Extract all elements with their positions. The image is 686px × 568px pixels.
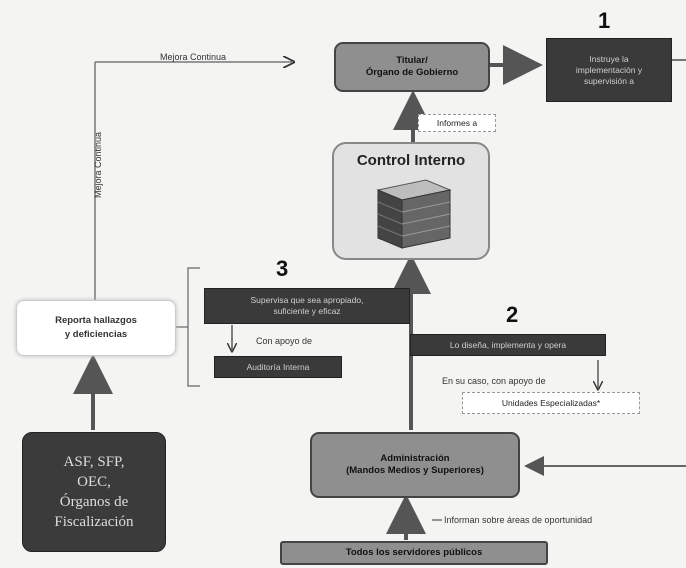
supervisa-line1: Supervisa que sea apropiado, [250,295,364,305]
asf-line3: Órganos de [59,494,129,510]
administracion-line2: (Mandos Medios y Superiores) [346,465,484,476]
auditoria-interna-box: Auditoría Interna [214,356,342,378]
todos-servidores-box: Todos los servidores públicos [280,541,548,565]
asf-line4: Fiscalización [54,514,134,530]
step-1-number: 1 [598,8,611,33]
en-su-caso-label: En su caso, con apoyo de [442,376,546,386]
instruye-line2: implementación y [575,64,643,75]
control-cube-icon [370,176,454,252]
titular-line1: Titular/ [396,55,428,66]
reporta-line2: y deficiencias [64,329,128,340]
disena-box: Lo diseña, implementa y opera [410,334,606,356]
administracion-line1: Administración [380,453,450,464]
titular-box: Titular/ Órgano de Gobierno [334,42,490,92]
step-2-number: 2 [506,302,519,327]
asf-box: ASF, SFP, OEC, Órganos de Fiscalización [22,432,166,552]
asf-line1: ASF, SFP, [63,454,125,470]
instruye-box: Instruye la implementación y supervisión… [546,38,672,102]
instruye-line3: supervisión a [583,75,635,86]
con-apoyo-label: Con apoyo de [256,336,313,346]
informes-label: Informes a [418,114,496,132]
control-interno-title: Control Interno [356,152,466,169]
unidades-especializadas-box: Unidades Especializadas* [462,392,640,414]
asf-line2: OEC, [77,474,111,490]
mejora-continua-vertical-label: Mejora Continua [93,131,103,199]
mejora-continua-top-label: Mejora Continua [160,52,227,62]
supervisa-line2: suficiente y eficaz [273,306,341,316]
titular-line2: Órgano de Gobierno [365,67,459,78]
step-3-number: 3 [276,256,289,281]
informan-label: Informan sobre áreas de oportunidad [444,515,593,525]
step3-bracket [187,267,200,387]
control-interno-box: Control Interno [332,142,490,260]
reporta-hallazgos-box: Reporta hallazgos y deficiencias [16,300,176,356]
reporta-line1: Reporta hallazgos [55,315,137,326]
administracion-box: Administración (Mandos Medios y Superior… [310,432,520,498]
supervisa-box: Supervisa que sea apropiado, suficiente … [204,288,410,324]
instruye-line1: Instruye la [589,53,629,64]
